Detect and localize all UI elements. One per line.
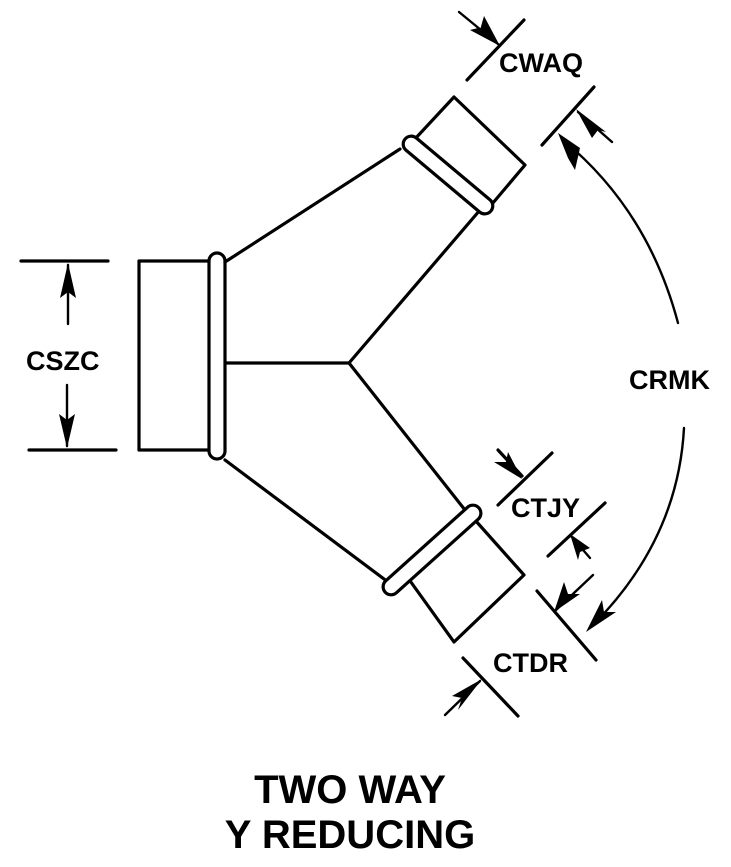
- upper-branch-pipe: [401, 95, 527, 216]
- extension-line: [461, 656, 520, 718]
- lower-branch-pipe: [381, 503, 526, 644]
- extension-line: [546, 501, 607, 558]
- body-crotch-upper: [347, 208, 482, 365]
- dimension-cszc: CSZC: [19, 259, 118, 452]
- title-line-1: TWO WAY: [254, 768, 446, 812]
- arrowhead-icon: [59, 414, 75, 448]
- lower-branch-collar: [381, 503, 483, 597]
- label-cwaq: CWAQ: [499, 48, 583, 78]
- arrowhead-icon: [494, 452, 522, 479]
- title-line-2: Y REDUCING: [225, 813, 475, 857]
- body-lower-edge: [223, 458, 394, 587]
- arrowhead-icon: [470, 28, 500, 46]
- dimension-cwaq: CWAQ: [457, 10, 614, 147]
- inlet-pipe: [137, 251, 227, 461]
- upper-branch-collar: [401, 134, 495, 216]
- arrowhead-icon: [452, 679, 482, 710]
- inlet-collar: [207, 251, 227, 461]
- label-crmk: CRMK: [629, 365, 710, 395]
- lower-branch-sleeve: [406, 518, 526, 644]
- arrowhead-icon: [60, 263, 76, 298]
- dimension-ctjy: CTJY: [494, 448, 607, 560]
- arrowhead-icon: [558, 133, 580, 170]
- extension-line: [496, 451, 554, 507]
- body-upper-edge: [223, 147, 402, 264]
- extension-line: [540, 85, 596, 147]
- arrowhead-icon: [576, 109, 606, 138]
- dimension-ctdr: CTDR: [443, 573, 598, 718]
- extension-line: [465, 18, 526, 82]
- inlet-sleeve: [137, 259, 216, 452]
- label-cszc: CSZC: [26, 346, 100, 376]
- arrowhead-icon: [586, 600, 616, 632]
- label-ctjy: CTJY: [511, 493, 580, 523]
- angle-arc-lower: [590, 426, 686, 628]
- arrowhead-icon: [554, 582, 580, 612]
- y-body: [223, 147, 482, 587]
- body-crotch-lower: [347, 361, 467, 512]
- extension-line: [535, 589, 598, 662]
- label-ctdr: CTDR: [493, 648, 568, 678]
- dimension-crmk: CRMK: [558, 133, 710, 632]
- arrowhead-icon: [570, 534, 590, 560]
- angle-arc-upper: [561, 138, 680, 325]
